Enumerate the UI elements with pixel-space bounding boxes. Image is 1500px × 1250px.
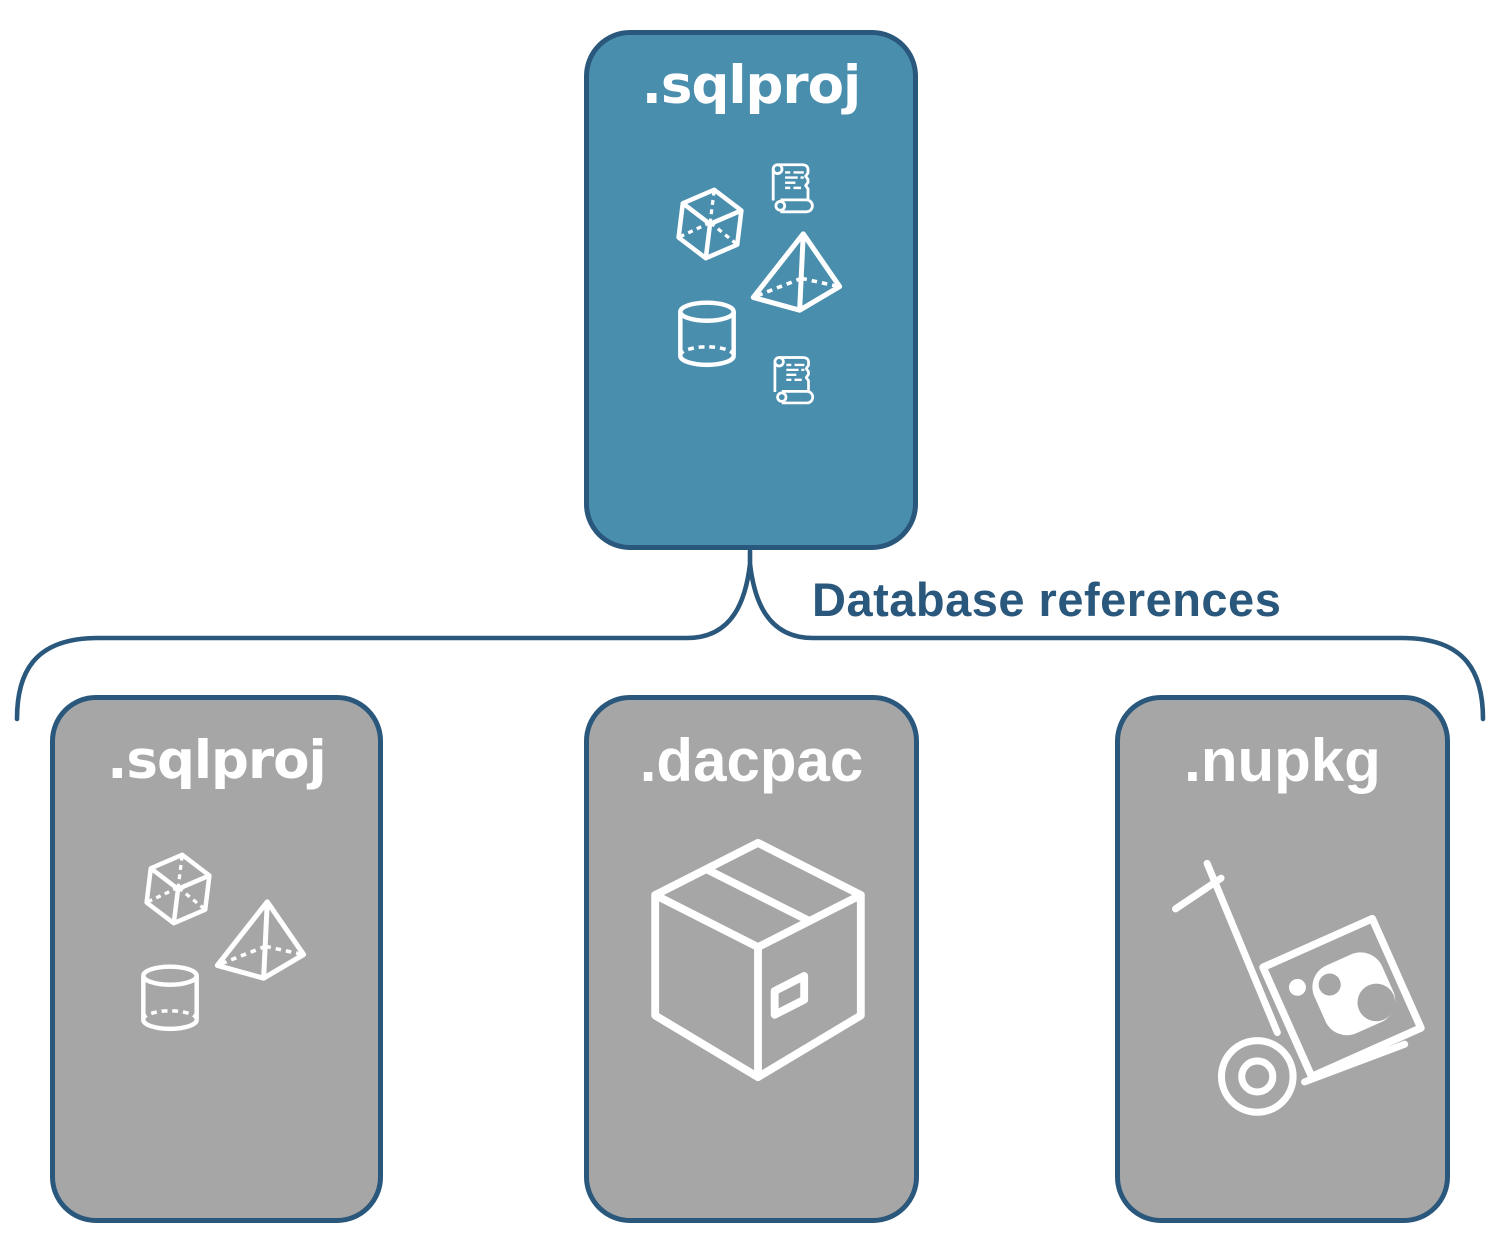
card-child-dacpac: .dacpac <box>584 695 919 1223</box>
cylinder-icon <box>675 299 739 369</box>
card-child-sqlproj: .sqlproj <box>50 695 383 1223</box>
pyramid-icon <box>210 896 310 984</box>
card-child-nupkg: .nupkg <box>1115 695 1450 1223</box>
pyramid-icon <box>746 228 846 316</box>
card-root-sqlproj: .sqlproj <box>584 30 918 550</box>
cylinder-icon <box>138 963 202 1033</box>
connector-label: Database references <box>812 573 1282 626</box>
card-title: .dacpac <box>639 727 864 794</box>
scroll-icon <box>765 157 822 215</box>
card-title: .sqlproj <box>641 55 861 116</box>
cube-icon <box>667 183 753 265</box>
package-box-icon <box>639 831 877 1089</box>
card-title: .sqlproj <box>107 730 326 791</box>
cube-icon <box>135 848 221 930</box>
scroll-icon <box>767 350 822 406</box>
card-title: .nupkg <box>1184 727 1381 794</box>
hand-truck-package-icon <box>1170 850 1425 1116</box>
